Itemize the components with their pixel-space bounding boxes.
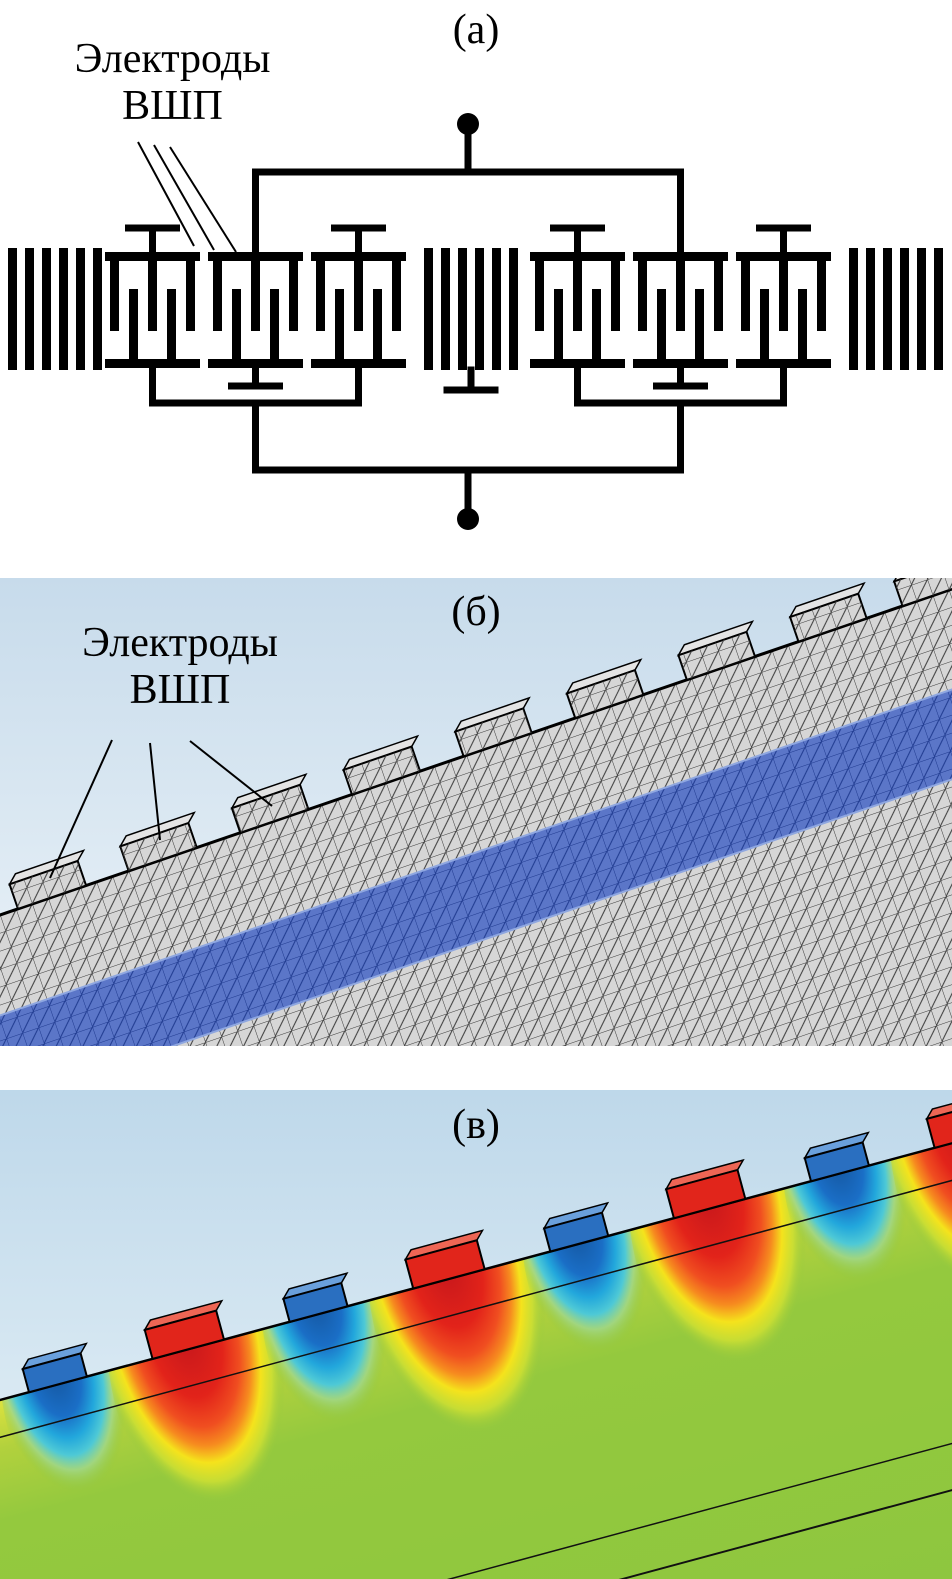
panel-c-field-simulation: (в) [0, 1090, 952, 1579]
fem-mesh-svg [0, 578, 952, 1046]
panel-b-fem-mesh: (б) Электроды ВШП [0, 578, 952, 1046]
annotation-pointer-lines [49, 739, 273, 879]
reflector-grating-center [424, 248, 518, 370]
mesh-electrode [118, 811, 199, 873]
idt-schematic-svg [8, 113, 943, 530]
mesh-electrode [453, 696, 533, 758]
idt-comb [633, 252, 728, 368]
electrodes [21, 1090, 952, 1394]
electrode-negative [803, 1131, 871, 1183]
electrode-positive [664, 1158, 747, 1220]
electrode-positive [143, 1299, 226, 1361]
electrode-positive [403, 1229, 486, 1290]
idt-comb [208, 252, 303, 368]
idt-comb [105, 252, 200, 368]
positive-lobe [888, 1100, 952, 1333]
reflector-grating-left [8, 248, 102, 370]
mesh-electrode [230, 772, 310, 834]
mesh-electrode [565, 658, 645, 720]
idt-comb [530, 252, 625, 368]
mesh-electrode [892, 578, 952, 608]
idt-comb [736, 252, 831, 368]
top-terminal-dot [457, 113, 479, 135]
idt-comb [311, 252, 406, 368]
mesh-electrode [788, 581, 868, 643]
electrode-negative [542, 1201, 610, 1253]
idt-electrode-combs [8, 248, 943, 370]
mesh-electrodes [7, 578, 952, 911]
layer-lines [0, 1134, 952, 1579]
bottom-terminal-dot [457, 508, 479, 530]
field-simulation-svg [0, 1090, 952, 1579]
surface-edge-line [0, 1099, 952, 1425]
annotation-pointer-lines [137, 141, 237, 253]
bus-wiring [125, 126, 811, 516]
mesh-electrode [341, 734, 422, 796]
substrate [0, 1100, 952, 1579]
mesh-electrode [676, 620, 757, 682]
electrode-positive [925, 1090, 952, 1150]
panel-a-idt-schematic: (а) Электроды ВШП [0, 0, 952, 560]
electrode-negative [21, 1342, 89, 1394]
mesh-slab [0, 578, 952, 1046]
electrode-negative [281, 1272, 349, 1324]
reflector-grating-right [849, 248, 943, 370]
